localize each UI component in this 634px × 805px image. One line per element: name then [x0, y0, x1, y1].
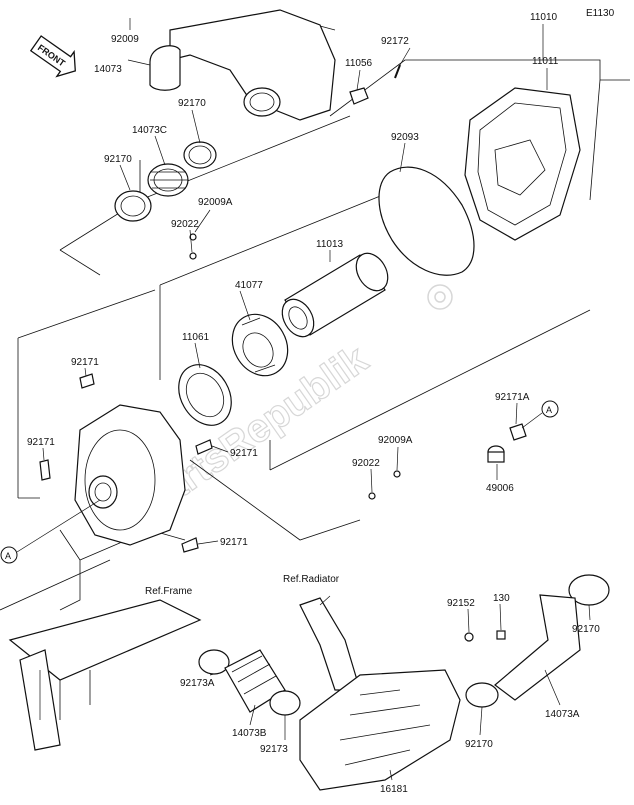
leader-lines [42, 18, 591, 781]
label-92009[interactable]: 92009 [111, 34, 139, 45]
hose-clamp-92173[interactable] [269, 690, 301, 716]
filter-holder-41077[interactable] [221, 304, 298, 385]
label-92171-b[interactable]: 92171 [27, 437, 55, 448]
label-92170-c[interactable]: 92170 [572, 624, 600, 635]
label-92170-d[interactable]: 92170 [465, 739, 493, 750]
washer-92152[interactable] [464, 632, 474, 642]
ref-radiator-label[interactable]: Ref.Radiator [283, 574, 340, 585]
label-92093[interactable]: 92093 [391, 132, 419, 143]
bolt-92172[interactable] [394, 64, 401, 79]
label-14073[interactable]: 14073 [94, 64, 122, 75]
radiator-hose-reference [299, 595, 361, 691]
part-labels: 92009 14073 92172 11056 11010 11011 9217… [27, 12, 600, 795]
ref-frame-label[interactable]: Ref.Frame [145, 586, 193, 597]
label-11061[interactable]: 11061 [182, 332, 210, 343]
watermark-gear-icon [427, 284, 453, 310]
label-14073b[interactable]: 14073B [232, 728, 267, 739]
washer-92022-top[interactable] [189, 252, 197, 260]
front-direction-badge: FRONT [29, 35, 76, 78]
label-16181[interactable]: 16181 [380, 784, 408, 795]
air-cleaner-housing[interactable] [74, 404, 186, 546]
intake-duct-14073b[interactable] [224, 649, 286, 713]
label-14073c[interactable]: 14073C [132, 125, 167, 136]
label-41077[interactable]: 41077 [235, 280, 263, 291]
label-92171-c[interactable]: 92171 [230, 448, 258, 459]
callout-a-right: A [521, 400, 559, 429]
drain-plug-49006[interactable] [487, 445, 505, 463]
label-11056[interactable]: 11056 [345, 58, 373, 69]
clip-92171-c[interactable] [195, 439, 213, 455]
callout-a-left: A [0, 499, 101, 564]
label-92172[interactable]: 92172 [381, 36, 409, 47]
seal-11061[interactable] [168, 355, 242, 434]
diagram-code: E1130 [586, 8, 615, 19]
clip-92171-d[interactable] [181, 537, 199, 553]
air-duct-14073[interactable] [149, 9, 336, 121]
hose-clamp-92173a[interactable] [198, 649, 230, 675]
label-92152[interactable]: 92152 [447, 598, 475, 609]
label-130[interactable]: 130 [493, 593, 510, 604]
air-filter-element-11013[interactable] [276, 248, 394, 343]
hose-clamp-92170-b[interactable] [114, 190, 152, 222]
label-92171a[interactable]: 92171A [495, 392, 530, 403]
label-14073a[interactable]: 14073A [545, 709, 580, 720]
label-11013[interactable]: 11013 [316, 239, 344, 250]
hose-clamp-92170-a[interactable] [183, 141, 217, 169]
svg-text:A: A [546, 405, 552, 415]
label-92170-b[interactable]: 92170 [104, 154, 132, 165]
label-92009a-top[interactable]: 92009A [198, 197, 233, 208]
bolt-92009a-mid[interactable] [393, 470, 401, 478]
intake-duct-14073a[interactable] [494, 594, 581, 701]
label-49006[interactable]: 49006 [486, 483, 514, 494]
clip-92171-a[interactable] [79, 373, 95, 389]
svg-text:A: A [5, 551, 11, 561]
label-11010[interactable]: 11010 [530, 12, 558, 23]
label-11011[interactable]: 11011 [532, 56, 559, 67]
label-92173[interactable]: 92173 [260, 744, 288, 755]
bolt-130[interactable] [496, 630, 506, 640]
hose-clamp-92170-d[interactable] [465, 682, 499, 708]
bolt-92009a-top[interactable] [189, 233, 197, 241]
washer-92022-mid[interactable] [368, 492, 376, 500]
label-92171-a[interactable]: 92171 [71, 357, 99, 368]
gasket-92093[interactable] [378, 166, 475, 276]
connector-hose-14073c[interactable] [147, 163, 189, 197]
frame-reference [8, 599, 202, 751]
label-92170-a[interactable]: 92170 [178, 98, 206, 109]
label-92173a[interactable]: 92173A [180, 678, 215, 689]
clip-92171-b[interactable] [39, 459, 51, 481]
label-92022-mid[interactable]: 92022 [352, 458, 380, 469]
label-92171-d[interactable]: 92171 [220, 537, 248, 548]
air-cleaner-case-11011[interactable] [464, 87, 581, 241]
label-92009a-mid[interactable]: 92009A [378, 435, 413, 446]
silencer-16181[interactable] [299, 669, 461, 791]
label-92022-top[interactable]: 92022 [171, 219, 199, 230]
bracket-11056[interactable] [349, 87, 369, 105]
